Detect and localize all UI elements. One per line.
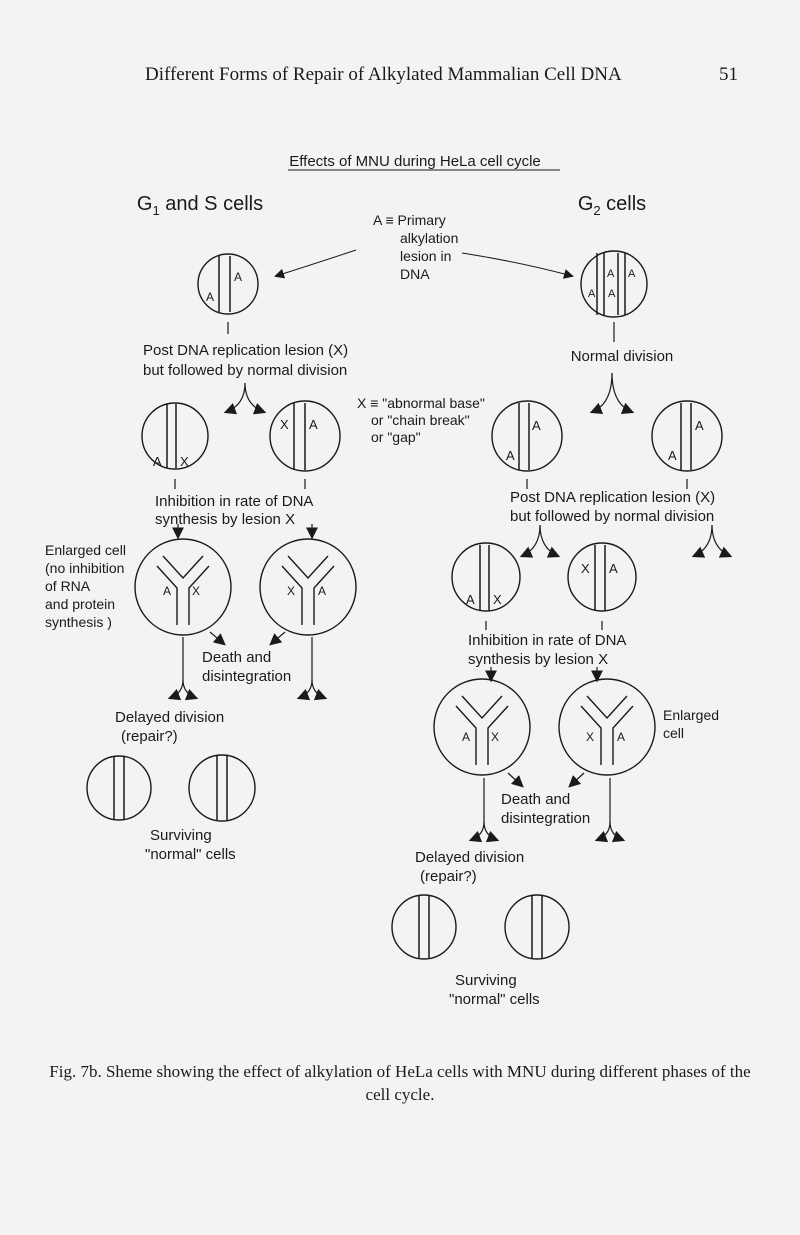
left-surviving-label: Surviving "normal" cells bbox=[145, 827, 236, 863]
left-death-label: Death and disintegration bbox=[202, 649, 291, 685]
svg-text:X: X bbox=[287, 584, 295, 598]
svg-text:X: X bbox=[491, 730, 499, 744]
svg-text:A: A bbox=[163, 584, 171, 598]
surviving-cell-left-a bbox=[86, 755, 152, 821]
cell-g1-alkylated: A A bbox=[197, 253, 259, 315]
running-title: Different Forms of Repair of Alkylated M… bbox=[145, 64, 622, 85]
cell-daughter-right-b: A A bbox=[651, 400, 723, 472]
svg-text:A: A bbox=[532, 418, 541, 433]
split-arrows-right-2 bbox=[519, 524, 733, 558]
cell-right-row3-a: A X bbox=[451, 542, 521, 612]
death-arrow-right-b bbox=[568, 772, 585, 788]
svg-text:A: A bbox=[628, 268, 636, 280]
right-surviving-label: Surviving "normal" cells bbox=[449, 972, 540, 1008]
figure-caption: Fig. 7b. Sheme showing the effect of alk… bbox=[49, 1062, 751, 1104]
svg-text:A: A bbox=[695, 418, 704, 433]
g2-heading: G2 cells bbox=[578, 193, 646, 218]
cell-right-row3-b: X A bbox=[567, 542, 637, 612]
page-number: 51 bbox=[719, 64, 738, 85]
left-post-replication-label: Post DNA replication lesion (X) but foll… bbox=[143, 342, 352, 379]
svg-text:A: A bbox=[607, 268, 615, 280]
svg-text:A: A bbox=[617, 730, 625, 744]
enlarged-cell-right-b: X A bbox=[558, 678, 656, 776]
svg-text:X: X bbox=[586, 730, 594, 744]
left-delayed-label: Delayed division (repair?) bbox=[115, 709, 228, 745]
split-arrows-right-1 bbox=[589, 372, 635, 414]
death-arrow-left-a bbox=[209, 631, 226, 646]
split-arrows-left-2 bbox=[167, 679, 328, 701]
svg-text:A: A bbox=[506, 448, 515, 463]
enlarged-cell-left-a: A X bbox=[134, 538, 232, 636]
cell-daughter-left-b: X A bbox=[269, 400, 341, 472]
cell-daughter-left-a: A X bbox=[141, 402, 209, 470]
surviving-cell-right-a bbox=[391, 894, 457, 960]
svg-text:A: A bbox=[234, 270, 242, 284]
death-arrow-right-a bbox=[507, 772, 524, 788]
legend-a-arrow-left bbox=[274, 249, 357, 279]
legend-x: X ≡ "abnormal base" or "chain break" or … bbox=[357, 395, 489, 445]
svg-text:A: A bbox=[309, 417, 318, 432]
legend-a-arrow-right bbox=[461, 252, 574, 279]
svg-text:A: A bbox=[318, 584, 326, 598]
svg-text:X: X bbox=[180, 454, 189, 469]
enlarged-cell-right-label: Enlarged cell bbox=[663, 707, 723, 741]
legend-a: A ≡ Primary alkylation lesion in DNA bbox=[373, 212, 462, 282]
svg-text:A: A bbox=[466, 592, 475, 607]
svg-text:X: X bbox=[192, 584, 200, 598]
svg-text:A: A bbox=[206, 290, 214, 304]
diagram-title: Effects of MNU during HeLa cell cycle bbox=[289, 153, 541, 170]
right-post-replication-label: Post DNA replication lesion (X) but foll… bbox=[510, 489, 719, 525]
right-delayed-label: Delayed division (repair?) bbox=[415, 849, 528, 885]
enlarged-cell-left-b: X A bbox=[259, 538, 357, 636]
page-header: Different Forms of Repair of Alkylated M… bbox=[0, 64, 800, 92]
right-death-label: Death and disintegration bbox=[501, 791, 590, 827]
split-arrows-right-3 bbox=[468, 821, 626, 843]
svg-text:A: A bbox=[462, 730, 470, 744]
svg-text:A: A bbox=[608, 288, 616, 300]
svg-text:A: A bbox=[588, 288, 596, 300]
g1-s-heading: G1 and S cells bbox=[137, 193, 263, 218]
cell-daughter-right-a: A A bbox=[491, 400, 563, 472]
right-normal-division-label: Normal division bbox=[571, 348, 674, 365]
enlarged-cell-left-label: Enlarged cell (no inhibition of RNA and … bbox=[45, 542, 130, 630]
death-arrow-left-b bbox=[269, 631, 286, 646]
enlarged-cell-right-a: A X bbox=[433, 678, 531, 776]
svg-text:A: A bbox=[153, 454, 162, 469]
right-inhibition-label: Inhibition in rate of DNA synthesis by l… bbox=[468, 632, 630, 668]
cell-g2-alkylated: A A A A bbox=[580, 250, 648, 318]
surviving-cell-right-b bbox=[504, 894, 570, 960]
svg-text:X: X bbox=[493, 592, 502, 607]
surviving-cell-left-b bbox=[188, 754, 256, 822]
svg-text:A: A bbox=[609, 561, 618, 576]
svg-text:X: X bbox=[581, 561, 590, 576]
split-arrows-left-1 bbox=[223, 382, 267, 415]
svg-text:A: A bbox=[668, 448, 677, 463]
svg-text:X: X bbox=[280, 417, 289, 432]
cell-cycle-diagram: Effects of MNU during HeLa cell cycle G1… bbox=[45, 153, 733, 1008]
left-inhibition-label: Inhibition in rate of DNA synthesis by l… bbox=[155, 493, 317, 528]
